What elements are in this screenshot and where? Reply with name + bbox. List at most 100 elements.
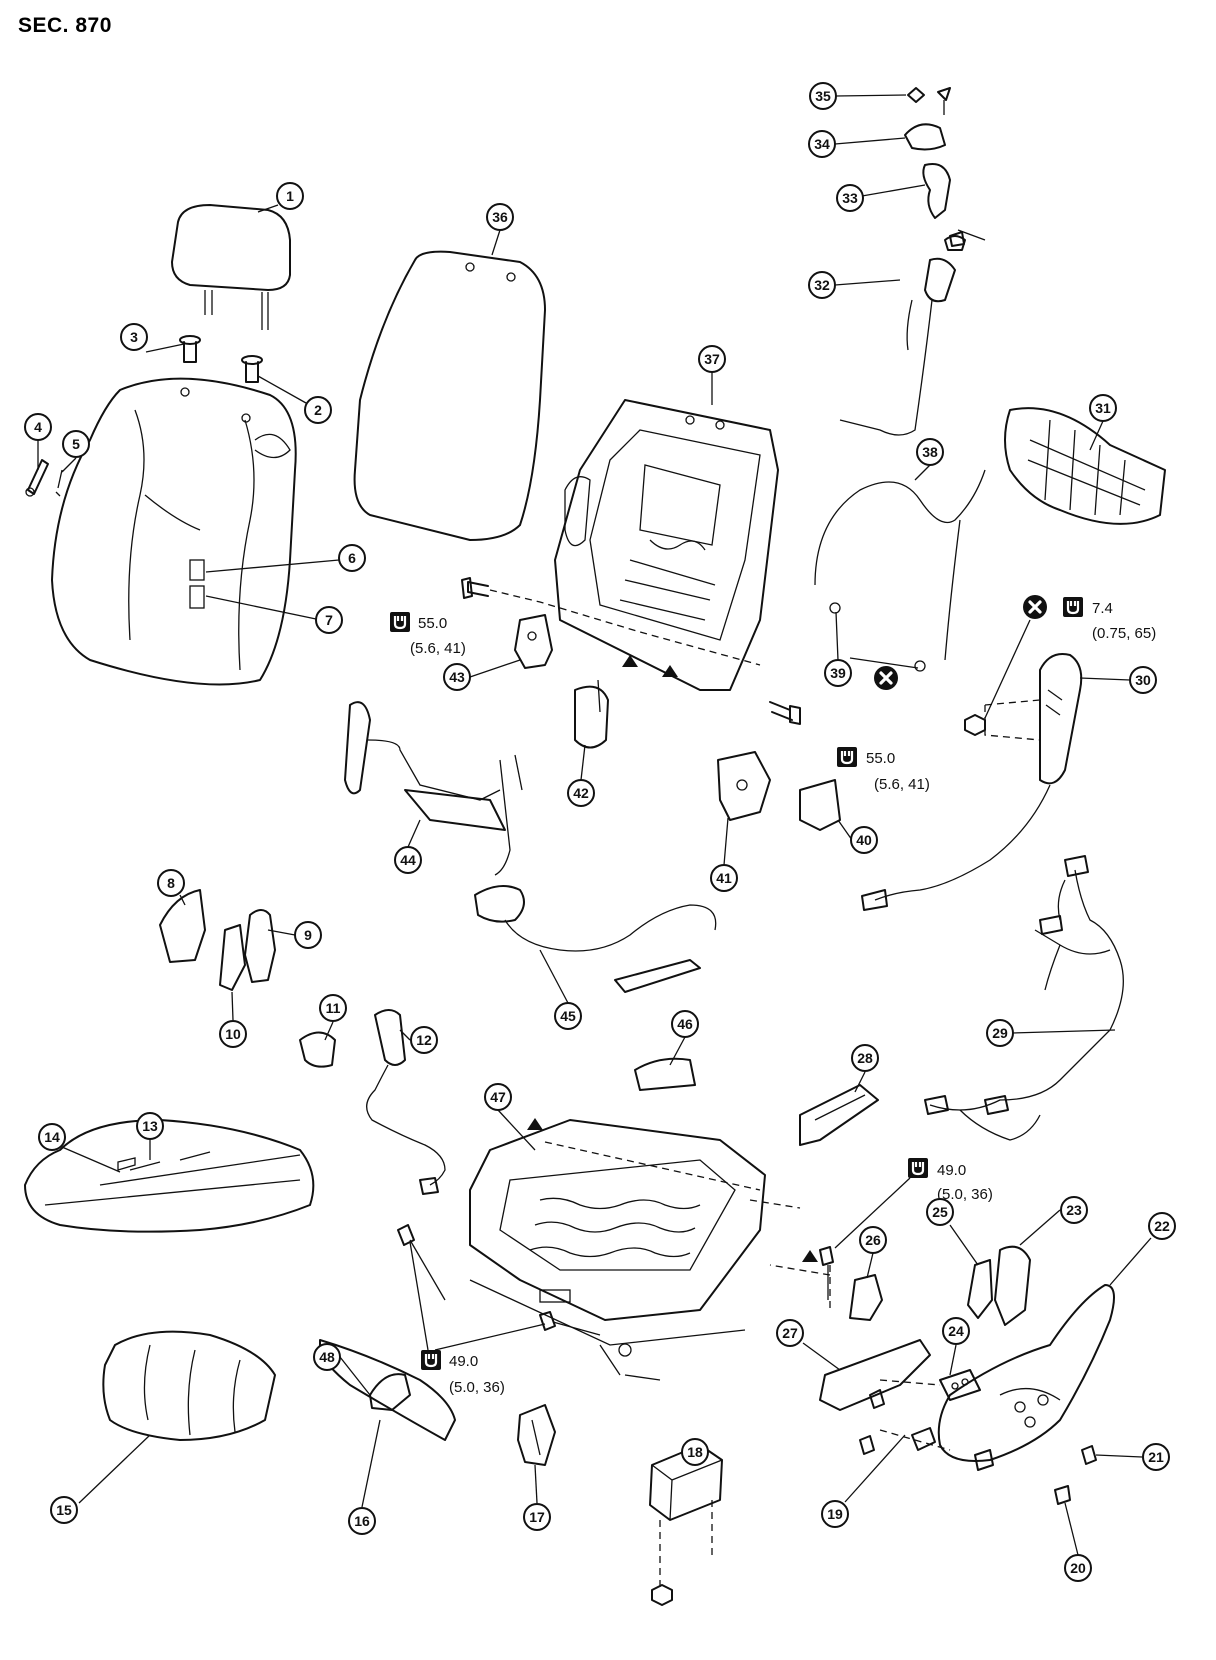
svg-text:25: 25	[932, 1204, 948, 1220]
svg-text:(5.0, 36): (5.0, 36)	[937, 1186, 993, 1203]
power-seat-switch	[859, 1369, 994, 1471]
section-label: SEC. 870	[18, 14, 112, 37]
svg-text:33: 33	[842, 190, 858, 206]
seatback-pad	[353, 250, 546, 541]
callout-27: 27	[776, 1319, 804, 1347]
callout-32: 32	[808, 271, 836, 299]
svg-text:3: 3	[130, 329, 138, 345]
callout-40: 40	[850, 826, 878, 854]
torque-wrench-icon	[906, 1156, 930, 1180]
cushion-bolt-left	[397, 1224, 446, 1301]
seat-cushion-pad	[102, 1330, 276, 1441]
callout-3: 3	[120, 323, 148, 351]
svg-text:29: 29	[992, 1025, 1008, 1041]
svg-text:12: 12	[416, 1032, 432, 1048]
torque-wrench-icon	[1061, 595, 1085, 619]
headrest-guide-right	[241, 355, 263, 383]
callout-35: 35	[809, 82, 837, 110]
callout-30: 30	[1129, 666, 1157, 694]
cover-46	[634, 1057, 696, 1091]
seat-cushion-frame	[469, 1119, 766, 1381]
frame-axis-top	[544, 1141, 761, 1191]
callout-19: 19	[821, 1500, 849, 1528]
svg-text:5: 5	[72, 436, 80, 452]
callout-16: 16	[348, 1507, 376, 1535]
seat-wiring-harness	[924, 855, 1124, 1141]
svg-text:24: 24	[948, 1323, 964, 1339]
callout-33: 33	[836, 184, 864, 212]
svg-text:45: 45	[560, 1008, 576, 1024]
triangle-marker-icon	[802, 1250, 818, 1262]
callout-13: 13	[136, 1112, 164, 1140]
knob-finisher-34	[904, 123, 946, 151]
torque-spec-1: 55.0 (5.6, 41)	[388, 610, 466, 657]
cover-9	[244, 909, 276, 983]
bolt-axis-right	[769, 1264, 831, 1310]
callout-44: 44	[394, 846, 422, 874]
svg-text:40: 40	[856, 832, 872, 848]
seatback-frame	[554, 399, 779, 691]
callout-leaders	[37, 94, 1152, 1556]
svg-text:6: 6	[348, 550, 356, 566]
slide-cover-17	[517, 1404, 556, 1466]
svg-text:28: 28	[857, 1050, 873, 1066]
svg-text:46: 46	[677, 1016, 693, 1032]
callout-34: 34	[808, 130, 836, 158]
recliner-lever	[839, 257, 956, 436]
torque-spec-3: 7.4 (0.75, 65)	[984, 593, 1156, 719]
seat-side-cover	[937, 1284, 1115, 1462]
callout-21: 21	[1142, 1443, 1170, 1471]
triangle-marker-icon	[527, 1118, 543, 1130]
cover-48	[369, 1373, 411, 1411]
svg-text:47: 47	[490, 1089, 506, 1105]
svg-text:17: 17	[529, 1509, 545, 1525]
svg-text:31: 31	[1095, 400, 1111, 416]
cover-8	[159, 889, 206, 963]
recliner-cover-40	[799, 779, 841, 831]
svg-text:55.0: 55.0	[418, 615, 447, 632]
svg-text:36: 36	[492, 209, 508, 225]
torque-spec-5: 49.0 (5.0, 36)	[409, 1241, 546, 1396]
cushion-bolt-right	[819, 1246, 834, 1300]
cover-10	[219, 924, 246, 991]
knob-20	[1054, 1485, 1071, 1505]
svg-text:(5.6, 41): (5.6, 41)	[410, 640, 466, 657]
svg-text:23: 23	[1066, 1202, 1082, 1218]
seat-slide-cable	[474, 885, 717, 993]
svg-text:2: 2	[314, 402, 322, 418]
torque-spec-4: 49.0 (5.0, 36)	[834, 1156, 993, 1249]
svg-text:16: 16	[354, 1513, 370, 1529]
svg-text:22: 22	[1154, 1218, 1170, 1234]
svg-text:21: 21	[1148, 1449, 1164, 1465]
callout-42: 42	[567, 779, 595, 807]
svg-text:38: 38	[922, 444, 938, 460]
seatback-board	[1004, 407, 1166, 525]
recliner-cover-42	[574, 679, 609, 749]
cushion-bolt-front	[539, 1311, 601, 1336]
svg-text:13: 13	[142, 1118, 158, 1134]
seat-cushion-trim	[24, 1119, 315, 1233]
headrest	[171, 204, 291, 330]
svg-text:37: 37	[704, 351, 720, 367]
callout-43: 43	[443, 663, 471, 691]
cover-11	[299, 1031, 336, 1068]
cover-26	[849, 1274, 883, 1321]
svg-text:19: 19	[827, 1506, 843, 1522]
callout-14: 14	[38, 1123, 66, 1151]
svg-text:39: 39	[830, 665, 846, 681]
callout-10: 10	[219, 1020, 247, 1048]
callout-11: 11	[319, 994, 347, 1022]
svg-text:41: 41	[716, 870, 732, 886]
bolt-32	[944, 235, 966, 251]
svg-text:7.4: 7.4	[1092, 600, 1113, 617]
svg-text:11: 11	[326, 1000, 341, 1016]
svg-text:34: 34	[814, 136, 830, 152]
svg-text:(0.75, 65): (0.75, 65)	[1092, 625, 1156, 642]
cover-23	[994, 1245, 1031, 1326]
trim-clip	[25, 459, 63, 497]
callout-12: 12	[410, 1026, 438, 1054]
svg-text:49.0: 49.0	[449, 1353, 478, 1370]
seatback-trim	[51, 377, 297, 686]
svg-text:48: 48	[319, 1349, 335, 1365]
svg-text:49.0: 49.0	[937, 1162, 966, 1179]
